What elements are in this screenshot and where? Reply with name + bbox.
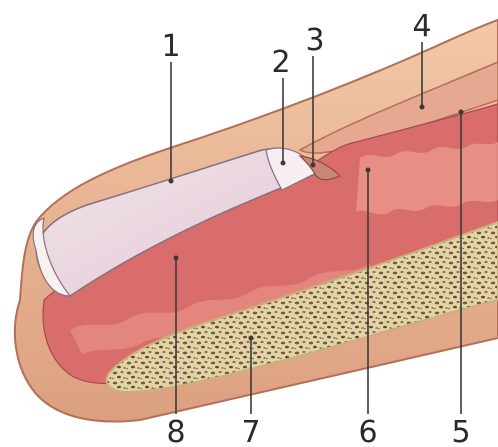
callout-4: 4	[412, 9, 431, 44]
leader-dot-4	[420, 105, 425, 110]
callout-1: 1	[161, 29, 180, 64]
leader-dot-5	[459, 110, 464, 115]
leader-dot-7	[249, 336, 254, 341]
callout-2: 2	[271, 45, 290, 80]
callout-3: 3	[305, 23, 324, 58]
callout-7: 7	[241, 415, 260, 447]
callout-5: 5	[451, 415, 470, 447]
leader-dot-6	[366, 168, 371, 173]
leader-dot-3	[311, 163, 316, 168]
leader-dot-8	[174, 256, 179, 261]
leader-dot-1	[169, 179, 174, 184]
callout-6: 6	[358, 415, 377, 447]
callout-8: 8	[166, 415, 185, 447]
leader-dot-2	[281, 161, 286, 166]
